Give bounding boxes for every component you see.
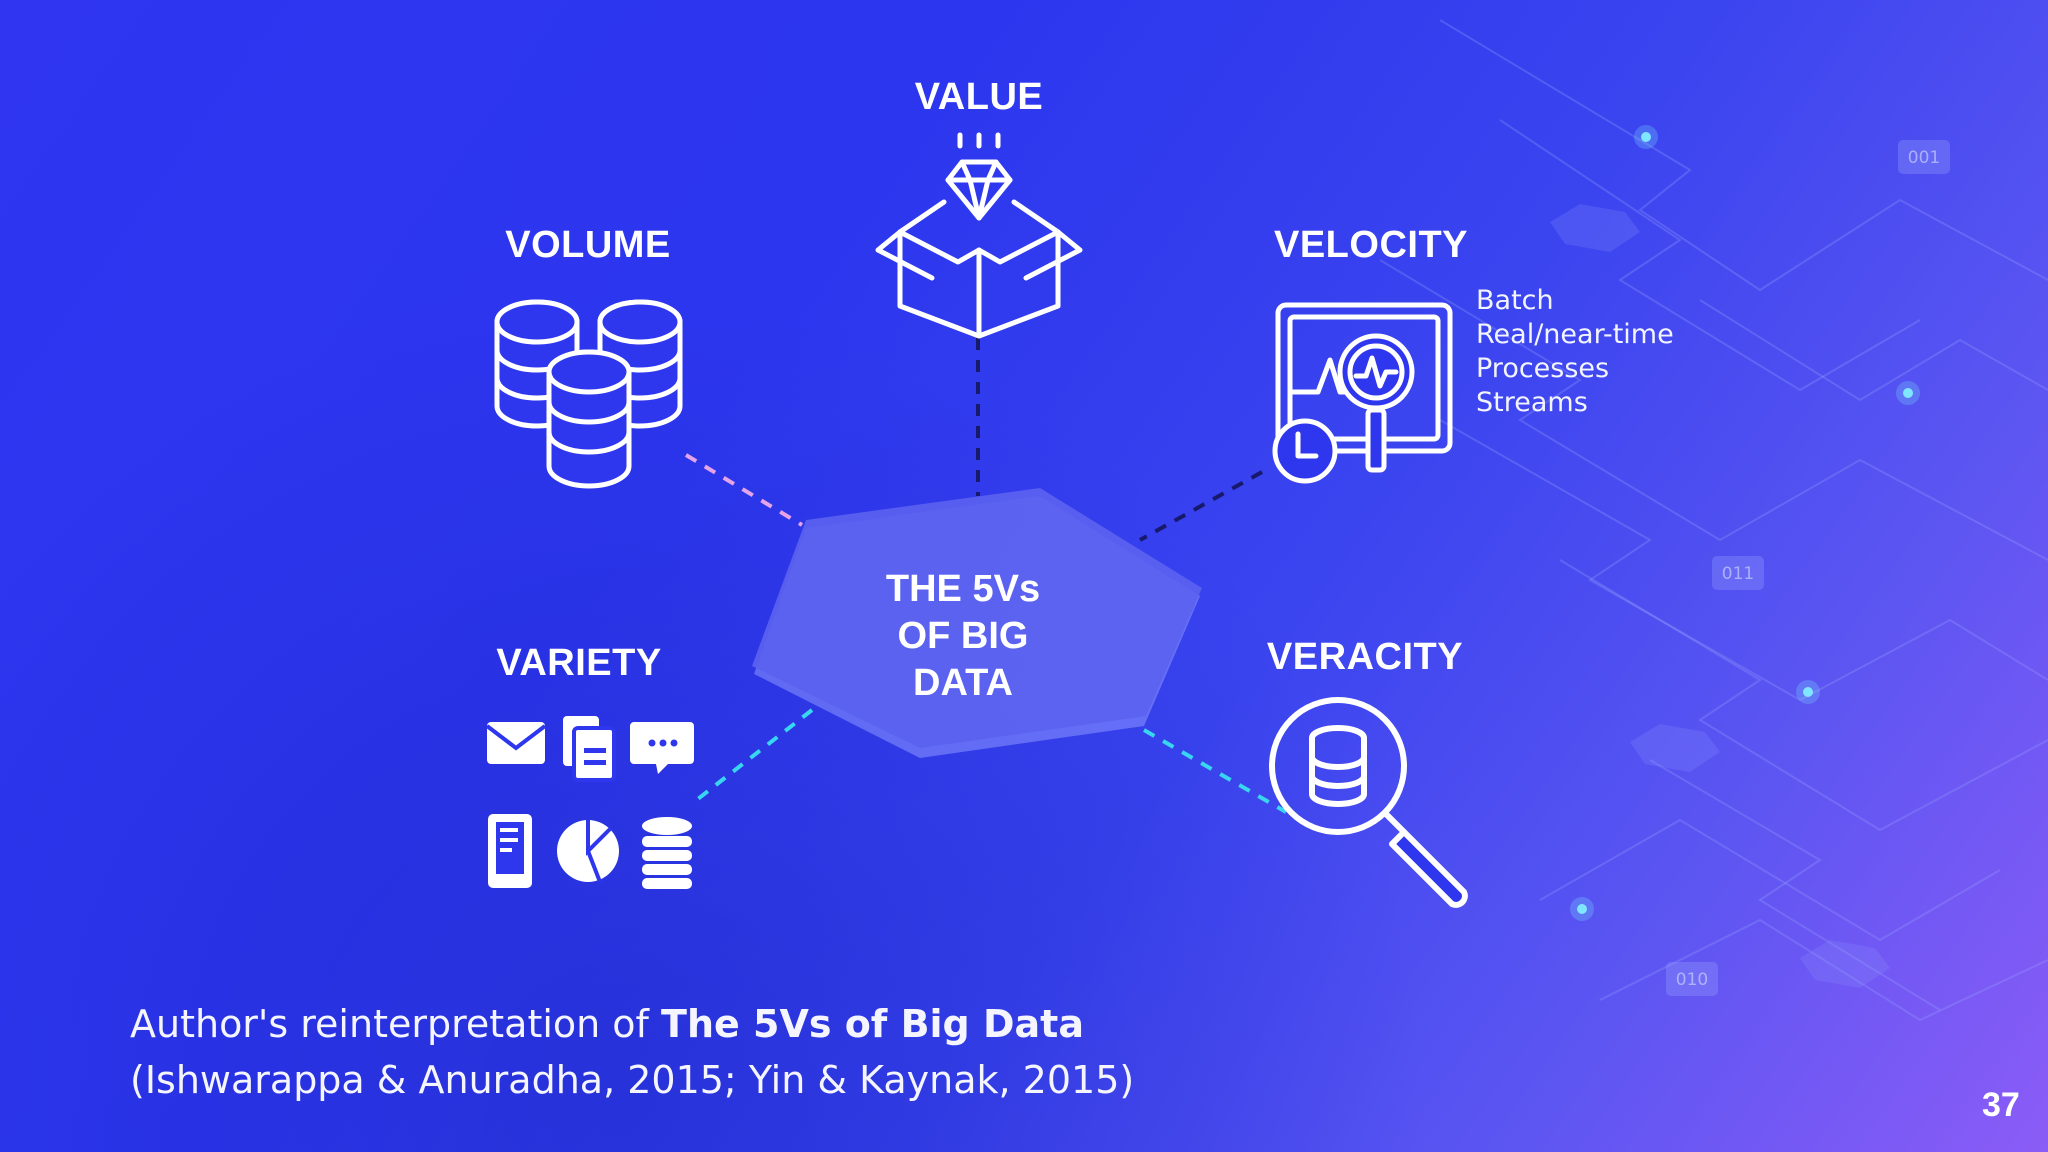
connector-veracity	[1142, 728, 1288, 814]
center-title-line3: DATA	[913, 662, 1013, 704]
documents-icon	[563, 716, 616, 782]
center-title-line1: THE 5Vs	[885, 568, 1041, 610]
label-velocity: VELOCITY	[1273, 224, 1469, 266]
badge-010: 010	[1676, 970, 1708, 990]
caption-prefix: Author's reinterpretation of	[130, 1002, 662, 1046]
center-title-line2: OF BIG	[897, 615, 1029, 657]
connector-variety	[692, 708, 814, 804]
center-title: THE 5Vs OF BIG DATA	[843, 566, 1083, 707]
label-veracity: VERACITY	[1266, 636, 1464, 678]
label-volume: VOLUME	[505, 224, 671, 266]
caption-line2: (Ishwarappa & Anuradha, 2015; Yin & Kayn…	[130, 1058, 1135, 1102]
source-caption: Author's reinterpretation of The 5Vs of …	[130, 996, 1134, 1108]
page-number: 37	[1982, 1086, 2020, 1124]
database-icon	[642, 817, 692, 889]
badge-011: 011	[1722, 564, 1754, 584]
mobile-icon	[488, 814, 532, 888]
velocity-item-realtime: Real/near-time	[1476, 319, 1674, 350]
velocity-item-streams: Streams	[1476, 387, 1588, 418]
caption-title: The 5Vs of Big Data	[661, 1002, 1084, 1046]
label-variety: VARIETY	[496, 642, 662, 684]
velocity-item-processes: Processes	[1476, 353, 1610, 384]
badge-001: 001	[1908, 148, 1940, 168]
mail-icon	[485, 722, 547, 764]
chat-icon	[630, 722, 694, 774]
connector-volume	[684, 453, 804, 527]
velocity-list: Batch Real/near-time Processes Streams	[1476, 284, 1674, 420]
pie-chart-icon	[557, 820, 619, 883]
velocity-item-batch: Batch	[1476, 285, 1554, 316]
connector-velocity	[1139, 470, 1263, 542]
label-value: VALUE	[914, 76, 1044, 118]
caption-line1: Author's reinterpretation of The 5Vs of …	[130, 996, 1134, 1052]
